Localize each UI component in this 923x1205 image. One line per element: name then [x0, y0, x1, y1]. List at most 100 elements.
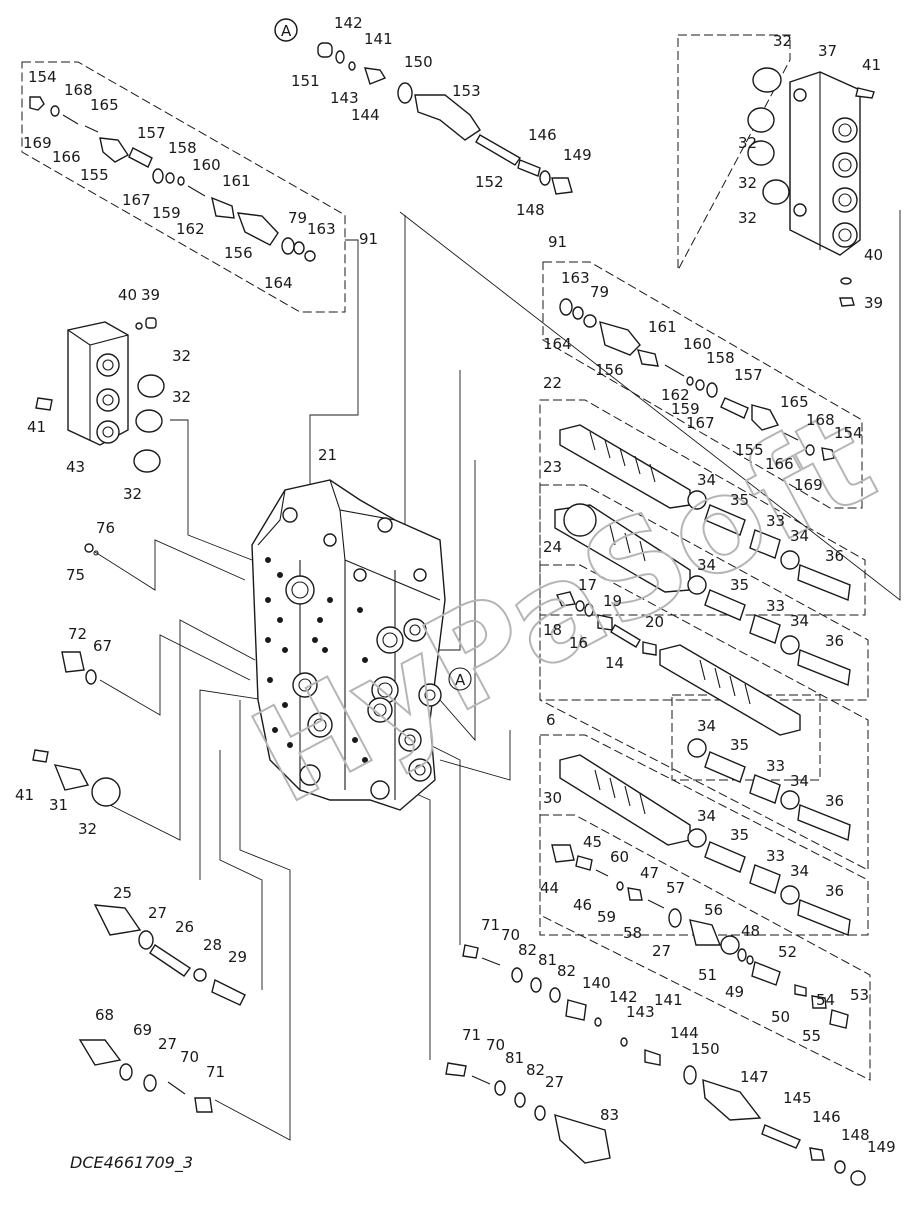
part-label-39b: 39	[141, 286, 160, 304]
part-label-40a: 40	[864, 246, 883, 264]
part-label-68: 68	[95, 1006, 114, 1024]
part-label-43: 43	[66, 458, 85, 476]
part-label-161b: 161	[648, 318, 677, 336]
part-label-44: 44	[540, 879, 559, 897]
part-label-26: 26	[175, 918, 194, 936]
leader-23	[430, 370, 461, 651]
part-label-54: 54	[816, 991, 835, 1009]
part-label-149a: 149	[563, 146, 592, 164]
part-label-76: 76	[96, 519, 115, 537]
group-cover-outline-top-right	[677, 34, 791, 271]
part-label-91b: 91	[548, 233, 567, 251]
part-label-36c: 36	[825, 792, 844, 810]
part-label-153: 153	[452, 82, 481, 100]
part-label-47: 47	[640, 864, 659, 882]
part-label-141a: 141	[364, 30, 393, 48]
part-label-81a: 81	[538, 951, 557, 969]
ref-circle-a-top	[274, 18, 298, 42]
part-label-27a: 27	[652, 942, 671, 960]
part-label-35c: 35	[730, 736, 749, 754]
part-label-32a: 32	[773, 32, 792, 50]
part-label-154a: 154	[28, 68, 57, 86]
part-label-34g: 34	[697, 807, 716, 825]
group-23-outline	[539, 484, 869, 701]
part-label-35b: 35	[730, 576, 749, 594]
leader-25	[199, 689, 266, 880]
part-label-32d: 32	[738, 209, 757, 227]
part-label-60: 60	[610, 848, 629, 866]
part-label-51: 51	[698, 966, 717, 984]
group-34-outline	[671, 694, 821, 781]
part-label-25: 25	[113, 884, 132, 902]
part-label-55: 55	[802, 1027, 821, 1045]
part-label-155a: 155	[80, 166, 109, 184]
part-label-33b: 33	[766, 597, 785, 615]
group-30-outline	[539, 814, 871, 1081]
leader-43	[170, 419, 253, 561]
part-label-159b: 159	[671, 400, 700, 418]
part-label-20: 20	[645, 613, 664, 631]
part-label-82c: 82	[526, 1061, 545, 1079]
part-label-30: 30	[543, 789, 562, 807]
part-label-27b: 27	[148, 904, 167, 922]
part-label-142a: 142	[334, 14, 363, 32]
part-label-161a: 161	[222, 172, 251, 190]
part-label-70a: 70	[501, 926, 520, 944]
part-label-144b: 144	[670, 1024, 699, 1042]
part-label-166a: 166	[52, 148, 81, 166]
leader-24	[439, 460, 476, 742]
part-label-67: 67	[93, 637, 112, 655]
top-center-assembly	[274, 18, 573, 195]
part-label-49: 49	[725, 983, 744, 1001]
main-valve-body	[251, 479, 446, 811]
part-label-79a: 79	[288, 209, 307, 227]
part-label-72: 72	[68, 625, 87, 643]
part-label-69: 69	[133, 1021, 152, 1039]
part-label-79b: 79	[590, 283, 609, 301]
part-label-75: 75	[66, 566, 85, 584]
part-label-56: 56	[704, 901, 723, 919]
loose-parts-bottom	[445, 944, 866, 1186]
part-label-156a: 156	[224, 244, 253, 262]
part-label-36b: 36	[825, 632, 844, 650]
part-label-145: 145	[783, 1089, 812, 1107]
part-label-141b: 141	[654, 991, 683, 1009]
part-label-81b: 81	[505, 1049, 524, 1067]
part-label-152: 152	[475, 173, 504, 191]
part-label-35d: 35	[730, 826, 749, 844]
part-label-164a: 164	[264, 274, 293, 292]
part-label-157b: 157	[734, 366, 763, 384]
part-label-33d: 33	[766, 847, 785, 865]
leader-29	[219, 750, 263, 990]
part-label-32g: 32	[123, 485, 142, 503]
part-label-146a: 146	[528, 126, 557, 144]
part-label-34f: 34	[790, 772, 809, 790]
relief-valve-top-left	[29, 96, 316, 262]
part-label-162b: 162	[661, 386, 690, 404]
parts-group-30	[551, 844, 849, 1029]
leader-22	[399, 210, 901, 601]
spring-sets	[687, 490, 851, 936]
part-label-23: 23	[543, 458, 562, 476]
cover-left	[35, 317, 165, 473]
group-24-outline	[539, 564, 869, 871]
part-label-143b: 143	[626, 1003, 655, 1021]
part-label-157a: 157	[137, 124, 166, 142]
part-label-150a: 150	[404, 53, 433, 71]
leader-72	[99, 634, 251, 716]
part-label-32c: 32	[738, 174, 757, 192]
part-label-160a: 160	[192, 156, 221, 174]
ref-circle-a-body	[448, 667, 472, 691]
part-label-82b: 82	[557, 962, 576, 980]
leader-140	[419, 739, 461, 945]
part-label-46: 46	[573, 896, 592, 914]
part-label-34b: 34	[790, 527, 809, 545]
part-label-39a: 39	[864, 294, 883, 312]
part-label-148a: 148	[516, 201, 545, 219]
part-label-33a: 33	[766, 512, 785, 530]
part-label-168a: 168	[64, 81, 93, 99]
part-label-91a: 91	[359, 230, 378, 248]
part-label-71a: 71	[481, 916, 500, 934]
part-label-18: 18	[543, 621, 562, 639]
